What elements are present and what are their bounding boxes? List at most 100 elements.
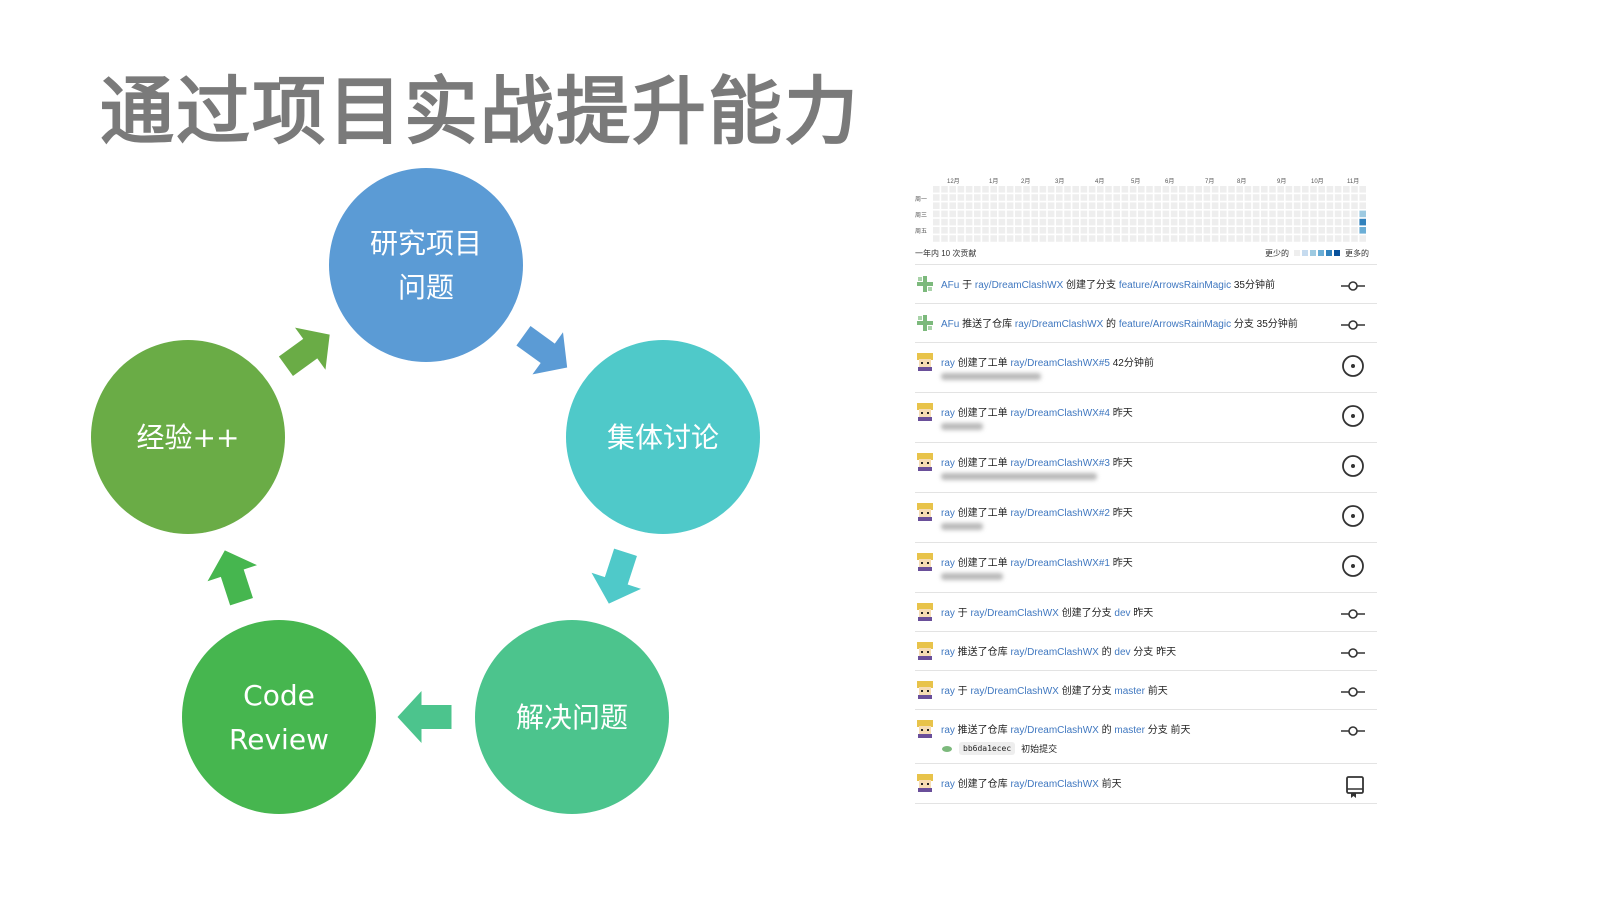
contribution-cell[interactable] <box>941 235 948 242</box>
contribution-cell[interactable] <box>982 218 989 226</box>
contribution-cell[interactable] <box>941 227 948 234</box>
contribution-cell[interactable] <box>1326 210 1334 218</box>
feed-user-link[interactable]: ray <box>941 358 955 369</box>
contribution-cell[interactable] <box>1318 202 1325 209</box>
contribution-cell[interactable] <box>1154 218 1161 226</box>
contribution-cell[interactable] <box>1064 235 1071 242</box>
contribution-cell[interactable] <box>1343 202 1350 209</box>
contribution-cell[interactable] <box>998 218 1006 226</box>
contribution-cell[interactable] <box>1261 186 1268 193</box>
avatar[interactable] <box>915 453 935 471</box>
contribution-cell[interactable] <box>941 194 948 201</box>
contribution-cell[interactable] <box>1121 218 1129 226</box>
contribution-cell[interactable] <box>1293 218 1301 226</box>
contribution-cell[interactable] <box>1359 235 1366 242</box>
contribution-cell[interactable] <box>965 194 973 201</box>
contribution-cell[interactable] <box>1277 235 1284 242</box>
contribution-cell[interactable] <box>1129 194 1137 201</box>
contribution-cell[interactable] <box>1039 186 1047 193</box>
contribution-cell[interactable] <box>1138 202 1145 209</box>
contribution-cell[interactable] <box>1302 202 1309 209</box>
contribution-cell[interactable] <box>1154 227 1161 234</box>
contribution-cell[interactable] <box>1039 194 1047 201</box>
contribution-cell[interactable] <box>1252 227 1260 234</box>
contribution-cell[interactable] <box>1113 210 1120 218</box>
contribution-cell[interactable] <box>1072 227 1079 234</box>
contribution-cell[interactable] <box>1203 235 1211 242</box>
feed-link[interactable]: ray/DreamClashWX <box>1010 779 1099 790</box>
contribution-cell[interactable] <box>990 202 997 209</box>
contribution-cell[interactable] <box>1334 202 1342 209</box>
contribution-cell[interactable] <box>1252 235 1260 242</box>
contribution-cell[interactable] <box>1351 202 1358 209</box>
contribution-cell[interactable] <box>965 202 973 209</box>
contribution-cell[interactable] <box>1252 194 1260 201</box>
contribution-cell[interactable] <box>1080 210 1088 218</box>
feed-user-link[interactable]: ray <box>941 408 955 419</box>
contribution-cell[interactable] <box>1277 227 1284 234</box>
contribution-cell[interactable] <box>1261 202 1268 209</box>
contribution-cell[interactable] <box>1154 202 1161 209</box>
contribution-cell[interactable] <box>1293 194 1301 201</box>
contribution-cell[interactable] <box>974 235 981 242</box>
feed-user-link[interactable]: ray <box>941 725 955 736</box>
contribution-cell[interactable] <box>1318 235 1325 242</box>
contribution-cell[interactable] <box>1138 194 1145 201</box>
contribution-cell[interactable] <box>1097 218 1104 226</box>
contribution-cell[interactable] <box>1138 210 1145 218</box>
contribution-cell[interactable] <box>1080 227 1088 234</box>
contribution-cell[interactable] <box>998 186 1006 193</box>
contribution-cell[interactable] <box>1056 194 1063 201</box>
contribution-cell[interactable] <box>1343 235 1350 242</box>
contribution-cell[interactable] <box>941 202 948 209</box>
contribution-cell[interactable] <box>957 186 965 193</box>
contribution-cell[interactable] <box>1220 194 1227 201</box>
contribution-cell[interactable] <box>1170 210 1178 218</box>
contribution-cell[interactable] <box>933 227 940 234</box>
contribution-cell[interactable] <box>990 218 997 226</box>
feed-link[interactable]: feature/ArrowsRainMagic <box>1118 319 1232 330</box>
contribution-cell[interactable] <box>1334 210 1342 218</box>
avatar[interactable] <box>915 720 935 738</box>
contribution-cell[interactable] <box>982 227 989 234</box>
contribution-cell[interactable] <box>1064 210 1071 218</box>
contribution-cell[interactable] <box>1031 194 1038 201</box>
contribution-cell[interactable] <box>1211 194 1219 201</box>
contribution-cell[interactable] <box>1129 210 1137 218</box>
avatar[interactable] <box>915 603 935 621</box>
contribution-cell[interactable] <box>1064 194 1071 201</box>
contribution-cell[interactable] <box>1072 186 1079 193</box>
contribution-cell[interactable] <box>1047 218 1055 226</box>
contribution-cell[interactable] <box>1023 202 1030 209</box>
feed-link[interactable]: ray/DreamClashWX <box>1014 319 1104 330</box>
contribution-cell[interactable] <box>949 186 956 193</box>
contribution-cell[interactable] <box>1023 218 1030 226</box>
commit-sha[interactable]: bb6da1ecec <box>959 742 1016 755</box>
contribution-cell[interactable] <box>1080 194 1088 201</box>
avatar[interactable] <box>915 314 935 332</box>
contribution-cell[interactable] <box>1293 235 1301 242</box>
contribution-cell[interactable] <box>1211 227 1219 234</box>
contribution-cell[interactable] <box>1269 235 1276 242</box>
contribution-cell[interactable] <box>1080 186 1088 193</box>
contribution-cell[interactable] <box>965 186 973 193</box>
contribution-cell[interactable] <box>1318 227 1325 234</box>
contribution-cell[interactable] <box>1228 227 1235 234</box>
feed-link[interactable]: master <box>1114 686 1145 697</box>
contribution-cell[interactable] <box>1047 202 1055 209</box>
contribution-cell[interactable] <box>982 186 989 193</box>
contribution-cell[interactable] <box>957 210 965 218</box>
contribution-cell[interactable] <box>1006 235 1014 242</box>
contribution-cell[interactable] <box>1146 186 1153 193</box>
contribution-cell[interactable] <box>1088 210 1096 218</box>
contribution-cell[interactable] <box>1203 218 1211 226</box>
contribution-cell[interactable] <box>982 194 989 201</box>
contribution-cell[interactable] <box>1220 218 1227 226</box>
contribution-cell[interactable] <box>933 186 940 193</box>
contribution-cell[interactable] <box>1285 186 1293 193</box>
contribution-cell[interactable] <box>1097 186 1104 193</box>
contribution-cell[interactable] <box>1105 194 1112 201</box>
contribution-cell[interactable] <box>965 210 973 218</box>
contribution-cell[interactable] <box>1146 194 1153 201</box>
contribution-cell[interactable] <box>1179 227 1186 234</box>
